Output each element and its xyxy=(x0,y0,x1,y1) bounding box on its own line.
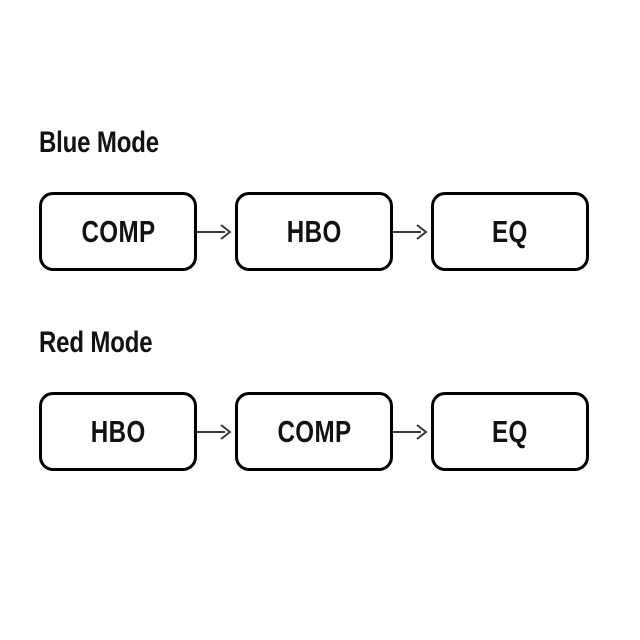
chain-node-comp[interactable]: COMP xyxy=(39,192,197,271)
chain-node-hbo[interactable]: HBO xyxy=(235,192,393,271)
chain-node-label: HBO xyxy=(286,214,342,249)
chain-node-label: EQ xyxy=(492,214,528,249)
signal-chain-blue-mode: COMP HBO EQ xyxy=(39,192,589,271)
arrow-right-icon xyxy=(197,223,232,240)
chain-node-label: EQ xyxy=(492,414,528,449)
chain-node-label: COMP xyxy=(276,414,352,449)
diagram-section-red-mode: Red Mode HBO COMP EQ xyxy=(39,326,589,471)
diagram-section-blue-mode: Blue Mode COMP HBO EQ xyxy=(39,126,589,271)
chain-node-label: COMP xyxy=(80,214,156,249)
chain-node-comp[interactable]: COMP xyxy=(235,392,393,471)
chain-node-hbo[interactable]: HBO xyxy=(39,392,197,471)
chain-node-label: HBO xyxy=(90,414,146,449)
chain-node-eq[interactable]: EQ xyxy=(431,192,589,271)
arrow-right-icon xyxy=(197,423,232,440)
arrow-right-icon xyxy=(393,223,428,240)
section-title-red-mode: Red Mode xyxy=(39,326,153,359)
chain-node-eq[interactable]: EQ xyxy=(431,392,589,471)
signal-chain-red-mode: HBO COMP EQ xyxy=(39,392,589,471)
section-title-blue-mode: Blue Mode xyxy=(39,126,159,159)
arrow-right-icon xyxy=(393,423,428,440)
